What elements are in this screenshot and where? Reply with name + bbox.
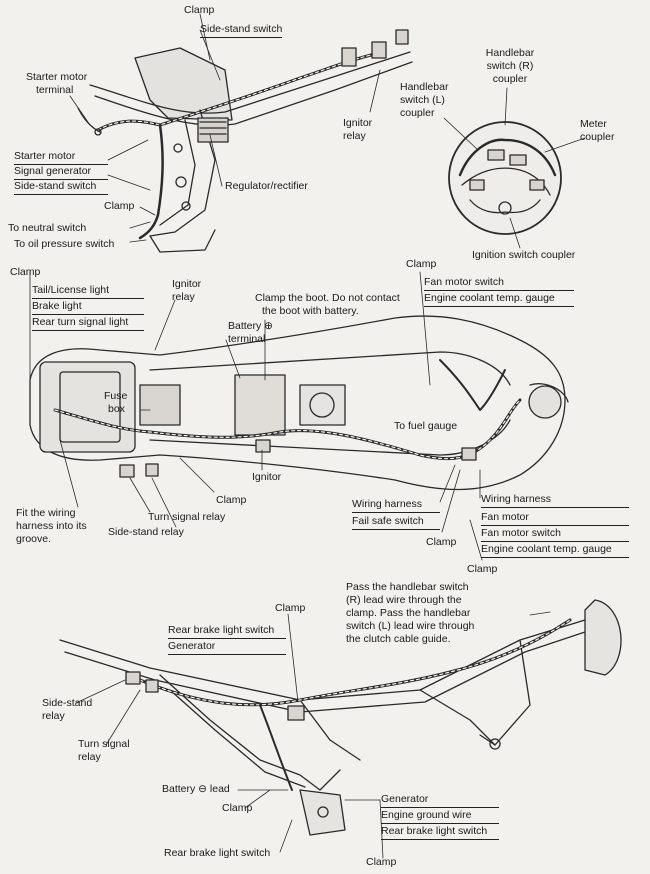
ignitor-label: Ignitor [252,471,282,483]
pass-handlebar-note-label-3: clamp. Pass the handlebar [346,607,471,619]
handlebar-switch-l-coupler-label-2: switch (L) [400,94,445,106]
middle-wiring-harness-center-label: Wiring harness [352,498,440,513]
middle-clamp-bottom-label: Clamp [216,494,247,506]
bottom-rear-brake-light-switch-label: Rear brake light switch [164,847,271,859]
top-clamp-left-label: Clamp [104,200,135,212]
middle-clamp-lowest-label: Clamp [467,563,498,575]
top-starter-motor-terminal-label-1: Starter motor [26,71,88,83]
middle-clamp-left-label: Clamp [10,266,41,278]
bottom-side-stand-relay-label-2: relay [42,710,65,722]
brake-light-label: Brake light [32,300,144,315]
middle-side-stand-relay-label: Side-stand relay [108,526,184,538]
battery-positive-terminal-label-2: terminal [228,333,266,345]
handlebar-switch-r-coupler-label-3: coupler [492,73,528,85]
ignition-switch-coupler-label: Ignition switch coupler [472,249,576,261]
fuse-box-label-1: Fuse [104,390,128,402]
middle-ignitor-relay-label-1: Ignitor [172,278,202,290]
clamp-boot-note-label-1: Clamp the boot. Do not contact [255,292,400,304]
top-starter-motor-label: Starter motor [14,150,108,165]
middle-frame-drawing [29,271,569,561]
handlebar-switch-r-coupler-label-2: switch (R) [486,60,534,72]
pass-handlebar-note-label-5: the clutch cable guide. [346,633,451,645]
fit-harness-note-label-1: Fit the wiring [16,507,76,519]
middle-clamp-center-label: Clamp [426,536,457,548]
tail-license-light-label: Tail/License light [32,284,144,299]
pass-handlebar-note-label-4: switch (L) lead wire through [346,620,475,632]
battery-positive-terminal-label-1: Battery ⊕ [228,320,273,332]
bottom-rear-brake-light-switch-right-label: Rear brake light switch [381,825,499,840]
to-fuel-gauge-label: To fuel gauge [394,420,458,432]
handlebar-switch-l-coupler-label-1: Handlebar [400,81,449,93]
top-starter-motor-terminal-label-2: terminal [36,84,74,96]
bottom-generator-top-label: Generator [168,640,286,655]
clamp-boot-note-label-2: the boot with battery. [262,305,359,317]
fail-safe-switch-label: Fail safe switch [352,515,440,530]
bottom-frame-drawing [59,599,622,859]
regulator-rectifier-label: Regulator/rectifier [225,180,308,192]
middle-wiring-harness-right-label: Wiring harness [481,493,629,508]
handlebar-switch-r-coupler-label-1: Handlebar [485,47,535,59]
fan-motor-label: Fan motor [481,511,629,526]
top-side-stand-switch-label: Side-stand switch [200,23,283,38]
top-frame-drawing [69,13,413,253]
top-ignitor-relay-label-2: relay [343,130,366,142]
bottom-side-stand-relay-label-1: Side-stand [42,697,93,709]
battery-negative-lead-label: Battery ⊖ lead [162,783,230,795]
to-oil-pressure-switch-label: To oil pressure switch [14,238,115,250]
bottom-clamp-mid-label: Clamp [222,802,253,814]
bottom-rear-brake-light-switch-top-label: Rear brake light switch [168,624,286,639]
fit-harness-note-label-2: harness into its [16,520,87,532]
bottom-generator-right-label: Generator [381,793,499,808]
middle-engine-coolant-temp-gauge-label: Engine coolant temp. gauge [424,292,574,307]
handlebar-switch-l-coupler-label-3: coupler [400,107,435,119]
pass-handlebar-note-label-2: (R) lead wire through the [346,594,462,606]
top-signal-generator-label: Signal generator [14,165,108,180]
rear-turn-signal-light-label: Rear turn signal light [32,316,144,331]
top-side-stand-switch-left-label: Side-stand switch [14,180,108,195]
to-neutral-switch-label: To neutral switch [8,222,87,234]
pass-handlebar-note-label-1: Pass the handlebar switch [346,581,469,593]
meter-coupler-label-2: coupler [580,131,615,143]
meter-coupler-label-1: Meter [580,118,607,130]
middle-fan-motor-switch-label: Fan motor switch [424,276,574,291]
bottom-turn-signal-relay-label-2: relay [78,751,101,763]
bottom-clamp-bottom-label: Clamp [366,856,397,868]
bottom-clamp-top-label: Clamp [275,602,306,614]
engine-ground-wire-label: Engine ground wire [381,809,499,824]
fit-harness-note-label-3: groove. [16,533,52,545]
top-ignitor-relay-label-1: Ignitor [343,117,373,129]
fuse-box-label-2: box [108,403,125,415]
middle-turn-signal-relay-label: Turn signal relay [148,511,226,523]
top-clamp-label: Clamp [184,4,215,16]
middle-clamp-right-label: Clamp [406,258,437,270]
engine-coolant-temp-gauge-lower-label: Engine coolant temp. gauge [481,543,629,558]
fan-motor-switch-lower-label: Fan motor switch [481,527,629,542]
handlebar-coupler-detail [443,87,586,249]
bottom-turn-signal-relay-label-1: Turn signal [78,738,130,750]
middle-ignitor-relay-label-2: relay [172,291,195,303]
